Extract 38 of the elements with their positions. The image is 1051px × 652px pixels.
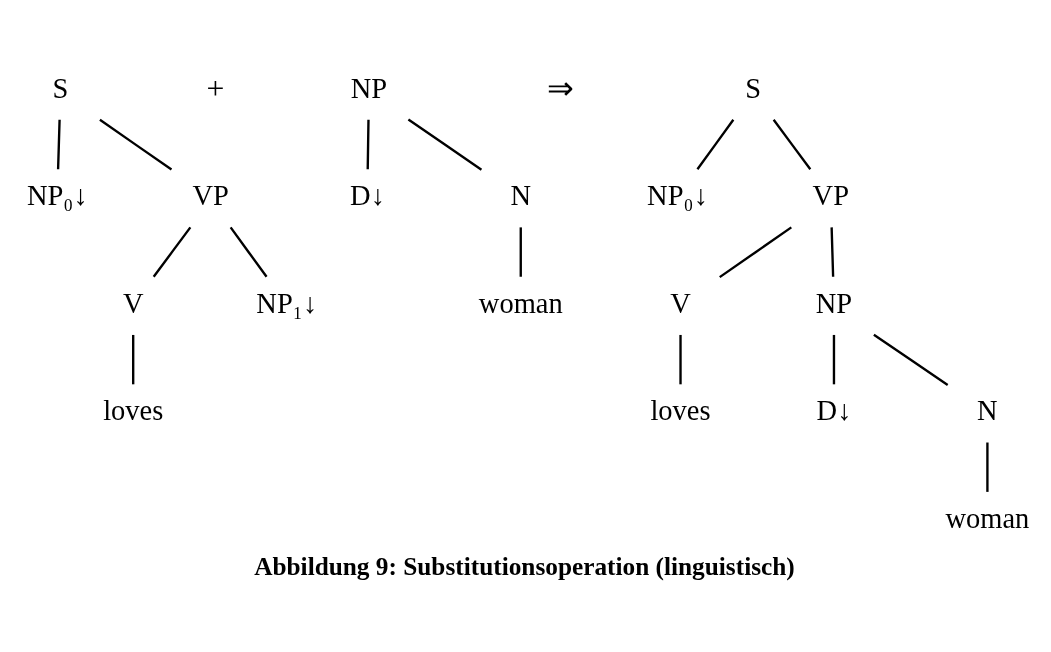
connector <box>832 334 836 384</box>
node-text: NP₁↓ <box>256 287 317 319</box>
node-text: NP₀↓ <box>647 179 708 211</box>
node-text: V <box>670 287 691 319</box>
node-text: VP <box>812 179 849 211</box>
connector <box>679 334 682 384</box>
connector <box>830 226 835 277</box>
connector <box>719 225 792 278</box>
node-text: loves <box>103 394 164 426</box>
node-text: N <box>977 394 998 426</box>
node-text: S <box>52 72 69 104</box>
connector <box>132 334 135 384</box>
node-text: VP <box>192 179 229 211</box>
connector <box>366 119 370 169</box>
connector <box>696 118 735 170</box>
node-text: D↓ <box>816 394 852 426</box>
node-text: woman <box>478 287 563 319</box>
node-text: N <box>510 179 532 211</box>
connector <box>519 226 522 277</box>
connector <box>407 118 483 171</box>
caption: Abbildung 9: Substitutionsoperation (linguistisch) <box>254 551 795 580</box>
connector <box>986 442 989 492</box>
connector <box>229 226 268 277</box>
label: ⇒ <box>546 70 574 106</box>
node-text: D↓ <box>349 179 385 211</box>
node-text: NP₀↓ <box>26 179 88 211</box>
node-text: S <box>745 72 762 104</box>
connector <box>99 118 173 171</box>
connector <box>873 333 949 386</box>
node-text: NP <box>815 287 853 319</box>
connector <box>772 118 812 170</box>
node-text: V <box>122 287 144 319</box>
connector <box>152 226 192 277</box>
node-text: NP <box>350 72 388 104</box>
node-text: loves <box>650 394 711 426</box>
connector <box>56 119 61 169</box>
node-text: woman <box>945 502 1030 534</box>
label: + <box>206 70 225 106</box>
